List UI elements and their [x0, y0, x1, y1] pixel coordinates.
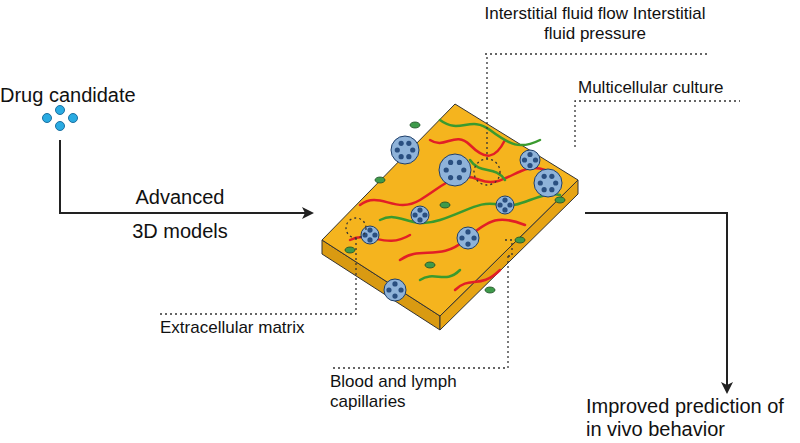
tissue-slab [322, 104, 578, 330]
callout-label: Extracellular matrix [160, 318, 360, 338]
input-arrow [60, 140, 312, 213]
leader-lines [160, 54, 740, 368]
callout-label: Interstitial fluid flow Interstitial flu… [475, 4, 715, 43]
arrow-label: Advanced [120, 186, 240, 209]
output-label: Improved prediction of in vivo behavior [586, 395, 791, 441]
callout-label: Blood and lymph capillaries [330, 372, 480, 411]
drug-dots [43, 106, 78, 131]
output-arrow [585, 213, 727, 392]
arrow-label: 3D models [120, 220, 240, 243]
input-label: Drug candidate [0, 84, 160, 107]
capillaries [350, 120, 560, 290]
cell-clusters [345, 122, 565, 301]
callout-label: Multicellular culture [578, 78, 778, 98]
